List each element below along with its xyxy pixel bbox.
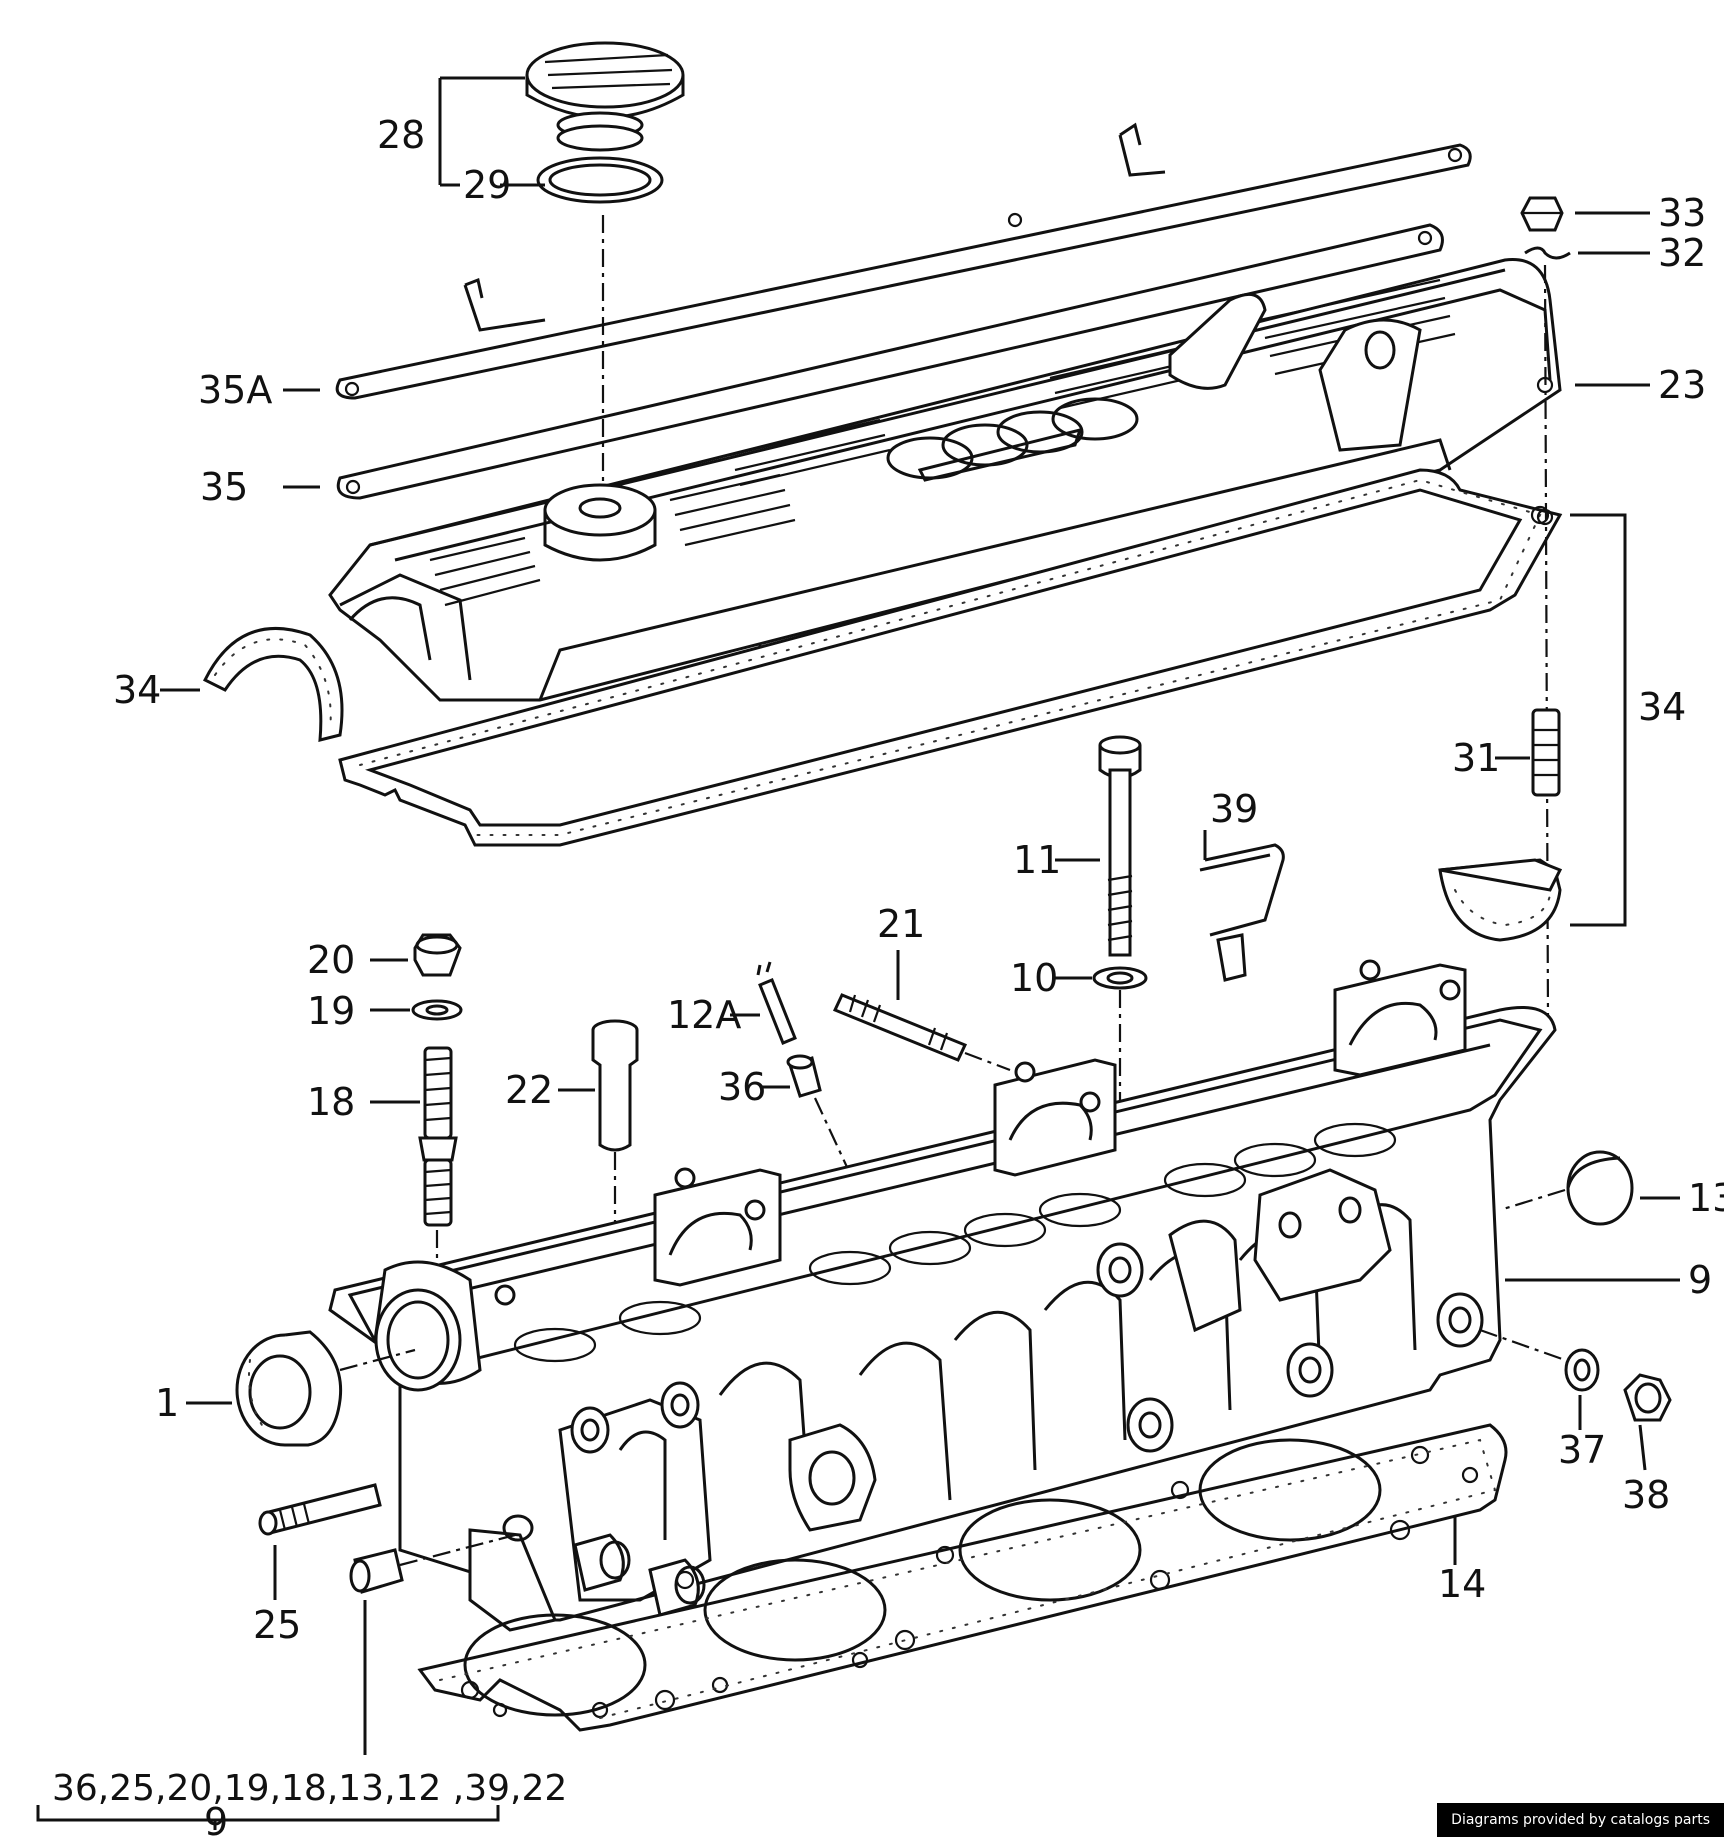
spacer-sleeve [1531,708,1561,797]
plug-line [1499,1188,1566,1212]
callout-9-kit: 9 [204,1800,228,1837]
callout-10: 10 [1010,956,1058,1000]
callout-11: 11 [1013,838,1061,882]
drain-washer [1564,1348,1600,1392]
camshaft-oil-seal [235,1330,343,1447]
cylinder-head [328,959,1557,1632]
callout-28: 28 [377,113,425,157]
callout-12a: 12A [667,993,741,1037]
cylinder-head-gasket [417,1423,1508,1732]
head-bolt-washer [1092,966,1148,990]
kit-contents-list: 36,25,20,19,18,13,12 ,39,22 [52,1768,567,1809]
gasket-rail-35a [335,122,1472,400]
valve-guide [591,1019,639,1152]
gasket-rail-35 [336,223,1444,500]
callout-35a: 35A [198,368,272,412]
seal-axis-line [339,1348,416,1372]
filler-cap-seal-ring [536,156,664,204]
stud-nut [413,933,462,977]
drain-plug [1623,1373,1672,1422]
hose-clip [1199,843,1285,982]
callout-35: 35 [200,465,248,509]
callout-25: 25 [253,1603,301,1647]
callout-32: 32 [1658,231,1706,275]
dowel-sleeve [258,1483,382,1536]
valve-cover-lower-gasket [338,468,1563,847]
callout-29: 29 [463,163,511,207]
callout-33: 33 [1658,191,1706,235]
callout-19: 19 [307,989,355,1033]
credit-banner: Diagrams provided by catalogs parts [1437,1803,1724,1837]
core-plug [1566,1150,1634,1226]
valve-cover [328,258,1562,702]
stud-line [964,1051,1011,1072]
leader-lines [36,76,1680,1830]
callout-18: 18 [307,1080,355,1124]
callout-14: 14 [1438,1562,1486,1606]
temp-sender-12 [349,1548,404,1594]
head-bolt [1098,735,1142,957]
callout-36: 36 [718,1065,766,1109]
threaded-stud [418,1046,458,1227]
callout-20: 20 [307,938,355,982]
callout-34-left: 34 [113,668,161,712]
callout-13: 13 [1688,1176,1724,1220]
callout-9-right: 9 [1688,1258,1712,1302]
temp-sender-12a [756,961,797,1045]
temp-sender-36 [786,1054,822,1098]
callout-22: 22 [505,1068,553,1112]
callout-31: 31 [1452,736,1500,780]
callout-34-right: 34 [1638,685,1686,729]
half-moon-plug-right [1438,858,1563,942]
drain-line [1479,1328,1566,1362]
cover-washer [1524,246,1571,260]
callout-23: 23 [1658,363,1706,407]
callout-38: 38 [1622,1473,1670,1517]
callout-21: 21 [877,902,925,946]
cover-nut [1520,196,1564,232]
callout-37: 37 [1558,1428,1606,1472]
long-stud [832,993,968,1062]
callout-1: 1 [155,1381,179,1425]
callout-39: 39 [1210,787,1258,831]
sender-line [399,1533,516,1567]
half-moon-seal-left [202,626,344,742]
stud-washer [411,999,463,1021]
oil-filler-cap [525,41,685,152]
